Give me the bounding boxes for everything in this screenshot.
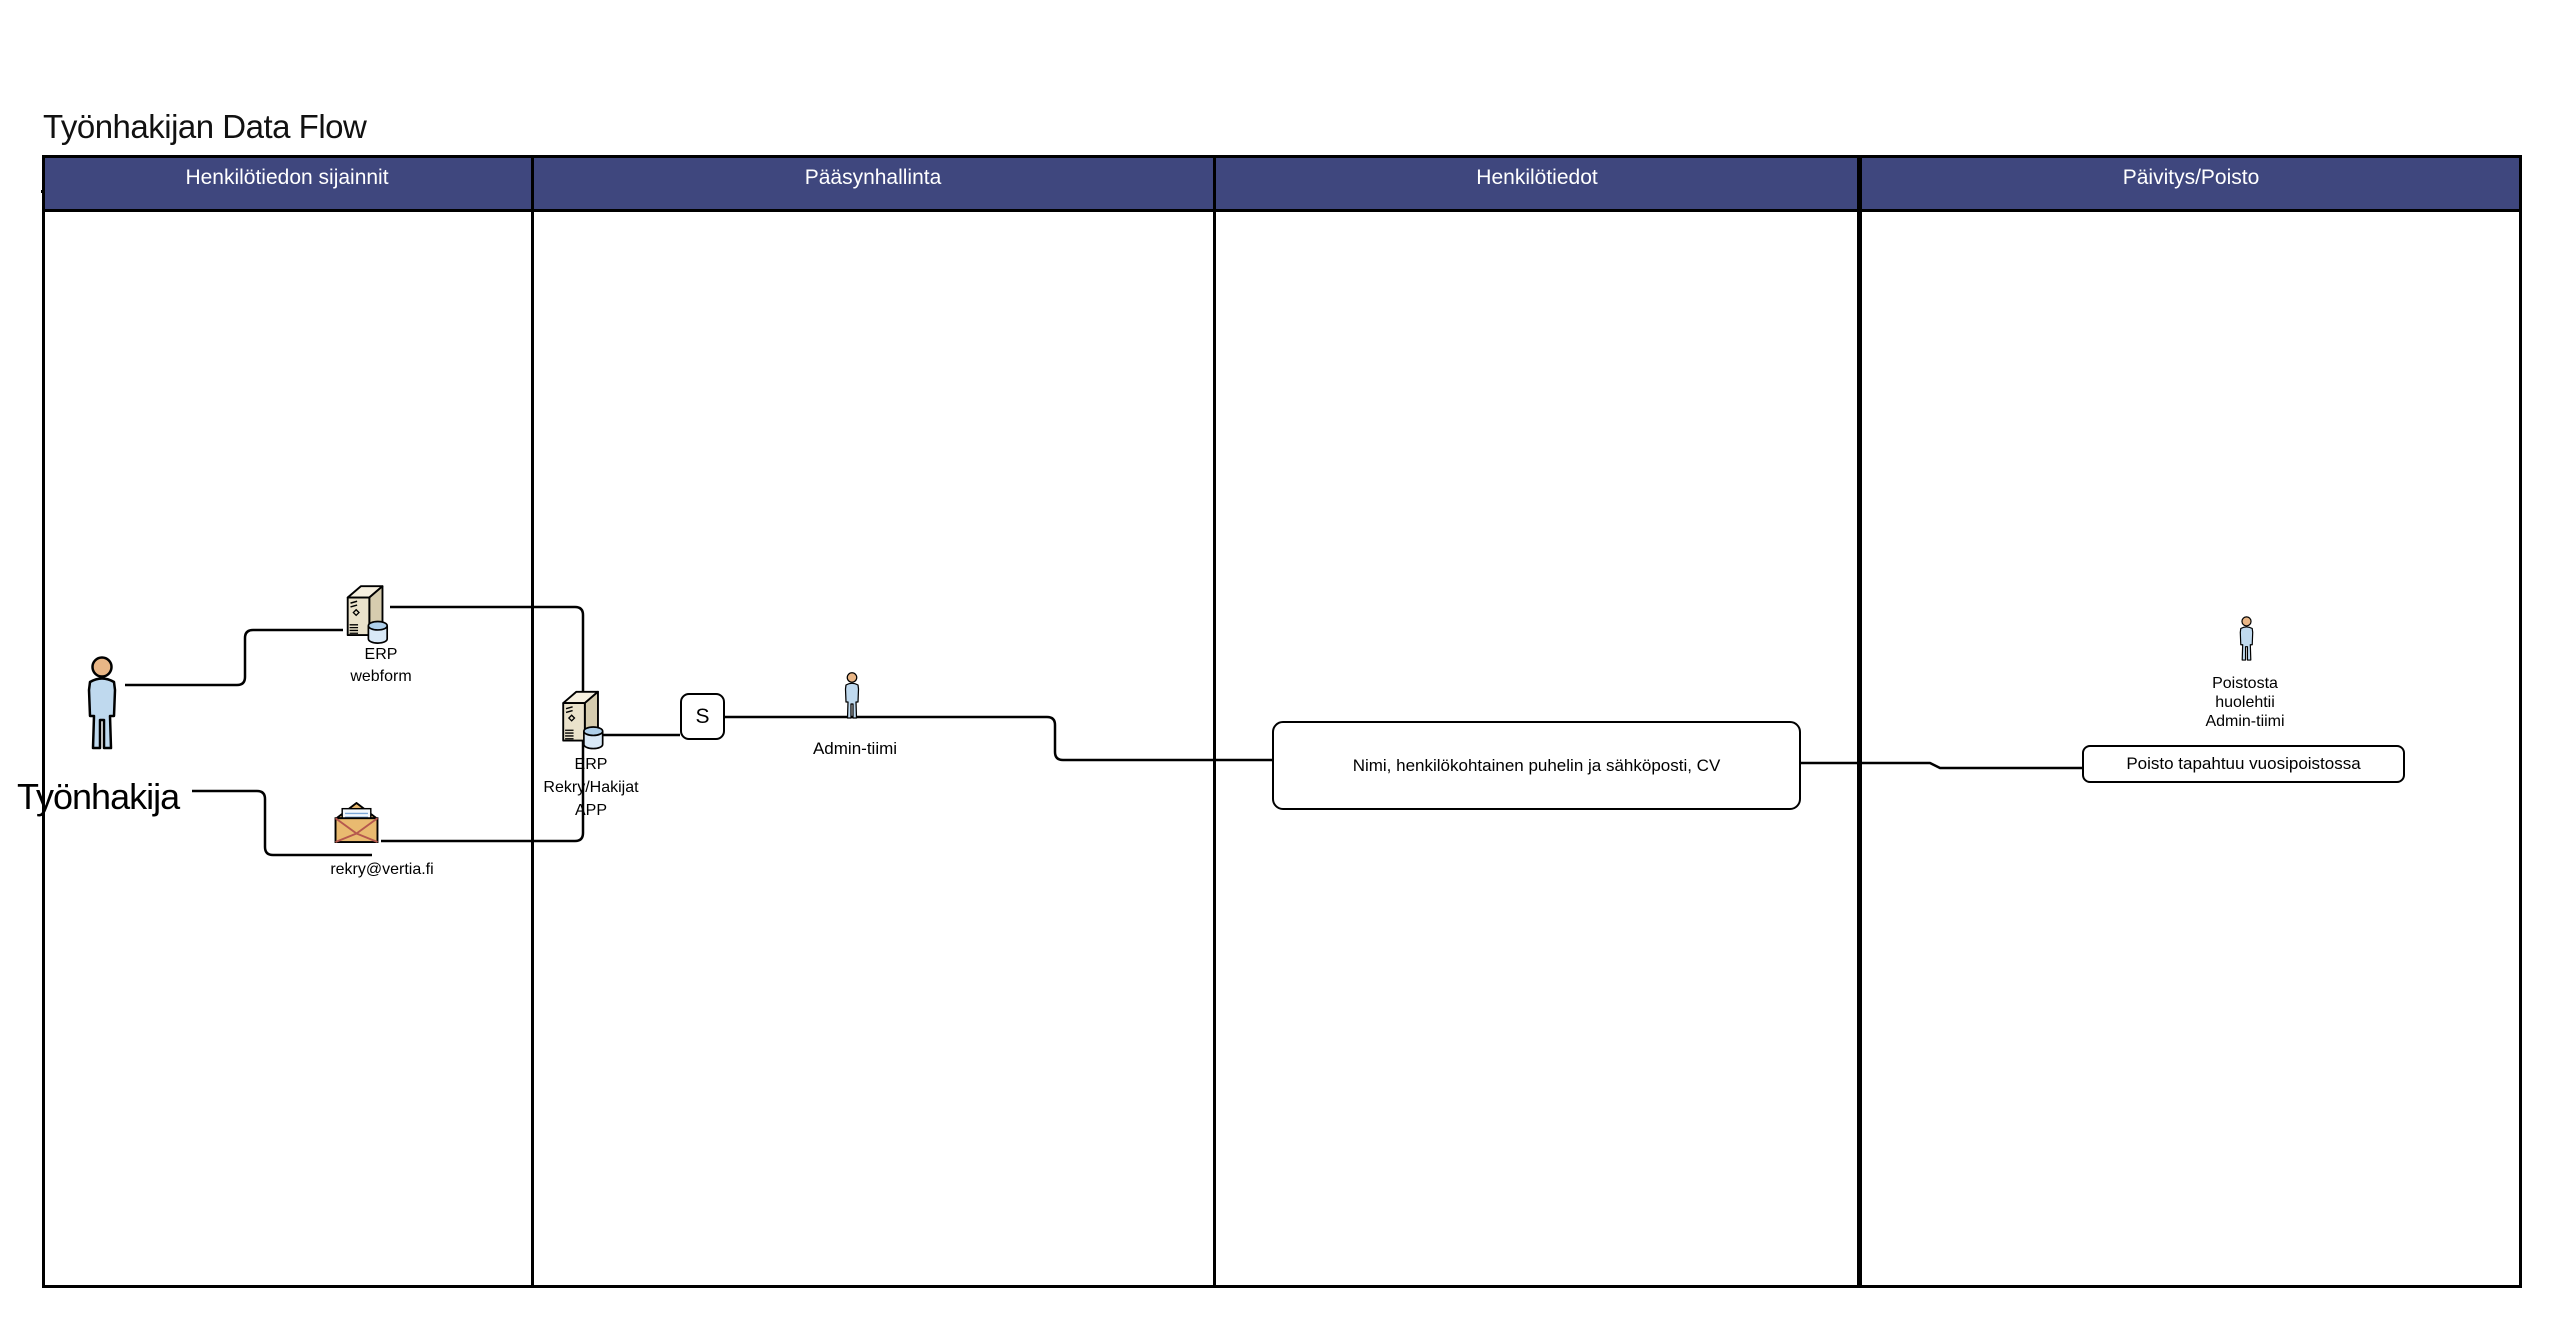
erp-app-label: ERP Rekry/Hakijat APP bbox=[543, 756, 639, 819]
node-personal-data-box[interactable]: Nimi, henkilökohtainen puhelin ja sähköp… bbox=[1272, 721, 1801, 810]
lane-header-paivitys-poisto: Päivitys/Poisto bbox=[2122, 166, 2260, 189]
personal-data-label: Nimi, henkilökohtainen puhelin ja sähköp… bbox=[1352, 755, 1721, 775]
lane-header-henkilotiedon-sijainnit: Henkilötiedon sijainnit bbox=[185, 166, 389, 189]
person-icon bbox=[844, 672, 860, 719]
lane-divider-1 bbox=[531, 155, 534, 1288]
node-applicant-person[interactable] bbox=[80, 656, 124, 756]
node-erp-app-server[interactable] bbox=[558, 688, 606, 750]
applicant-label: Työnhakija bbox=[17, 776, 180, 817]
email-label: rekry@vertia.fi bbox=[330, 861, 434, 878]
node-admin-person[interactable] bbox=[841, 672, 863, 722]
lane-header-henkilotiedot: Henkilötiedot bbox=[1476, 166, 1598, 189]
node-s-gateway[interactable]: S bbox=[680, 693, 725, 740]
person-icon bbox=[2239, 616, 2254, 661]
node-delete-owner-person[interactable] bbox=[2236, 614, 2257, 666]
server-icon bbox=[562, 690, 604, 750]
erp-webform-label: ERP webform bbox=[350, 646, 412, 685]
lane-header-paasynhallinta: Pääsynhallinta bbox=[804, 166, 942, 189]
envelope-icon bbox=[334, 802, 379, 843]
delete-owner-label: Poistosta huolehtii Admin-tiimi bbox=[2205, 675, 2285, 730]
delete-policy-label: Poisto tapahtuu vuosipoistossa bbox=[2126, 754, 2361, 773]
admin-team-label: Admin-tiimi bbox=[812, 739, 898, 758]
node-email-envelope[interactable] bbox=[333, 802, 380, 843]
s-gateway-label: S bbox=[695, 704, 710, 728]
lane-header-band bbox=[42, 155, 2522, 212]
lane-divider-2 bbox=[1213, 155, 1216, 1288]
node-delete-policy-box[interactable]: Poisto tapahtuu vuosipoistossa bbox=[2082, 745, 2405, 783]
page-title: Työnhakijan Data Flow bbox=[43, 108, 367, 145]
lane-divider-3 bbox=[1857, 155, 1862, 1288]
server-icon bbox=[346, 585, 389, 645]
node-erp-webform-server[interactable] bbox=[343, 582, 390, 645]
person-icon bbox=[87, 656, 117, 750]
